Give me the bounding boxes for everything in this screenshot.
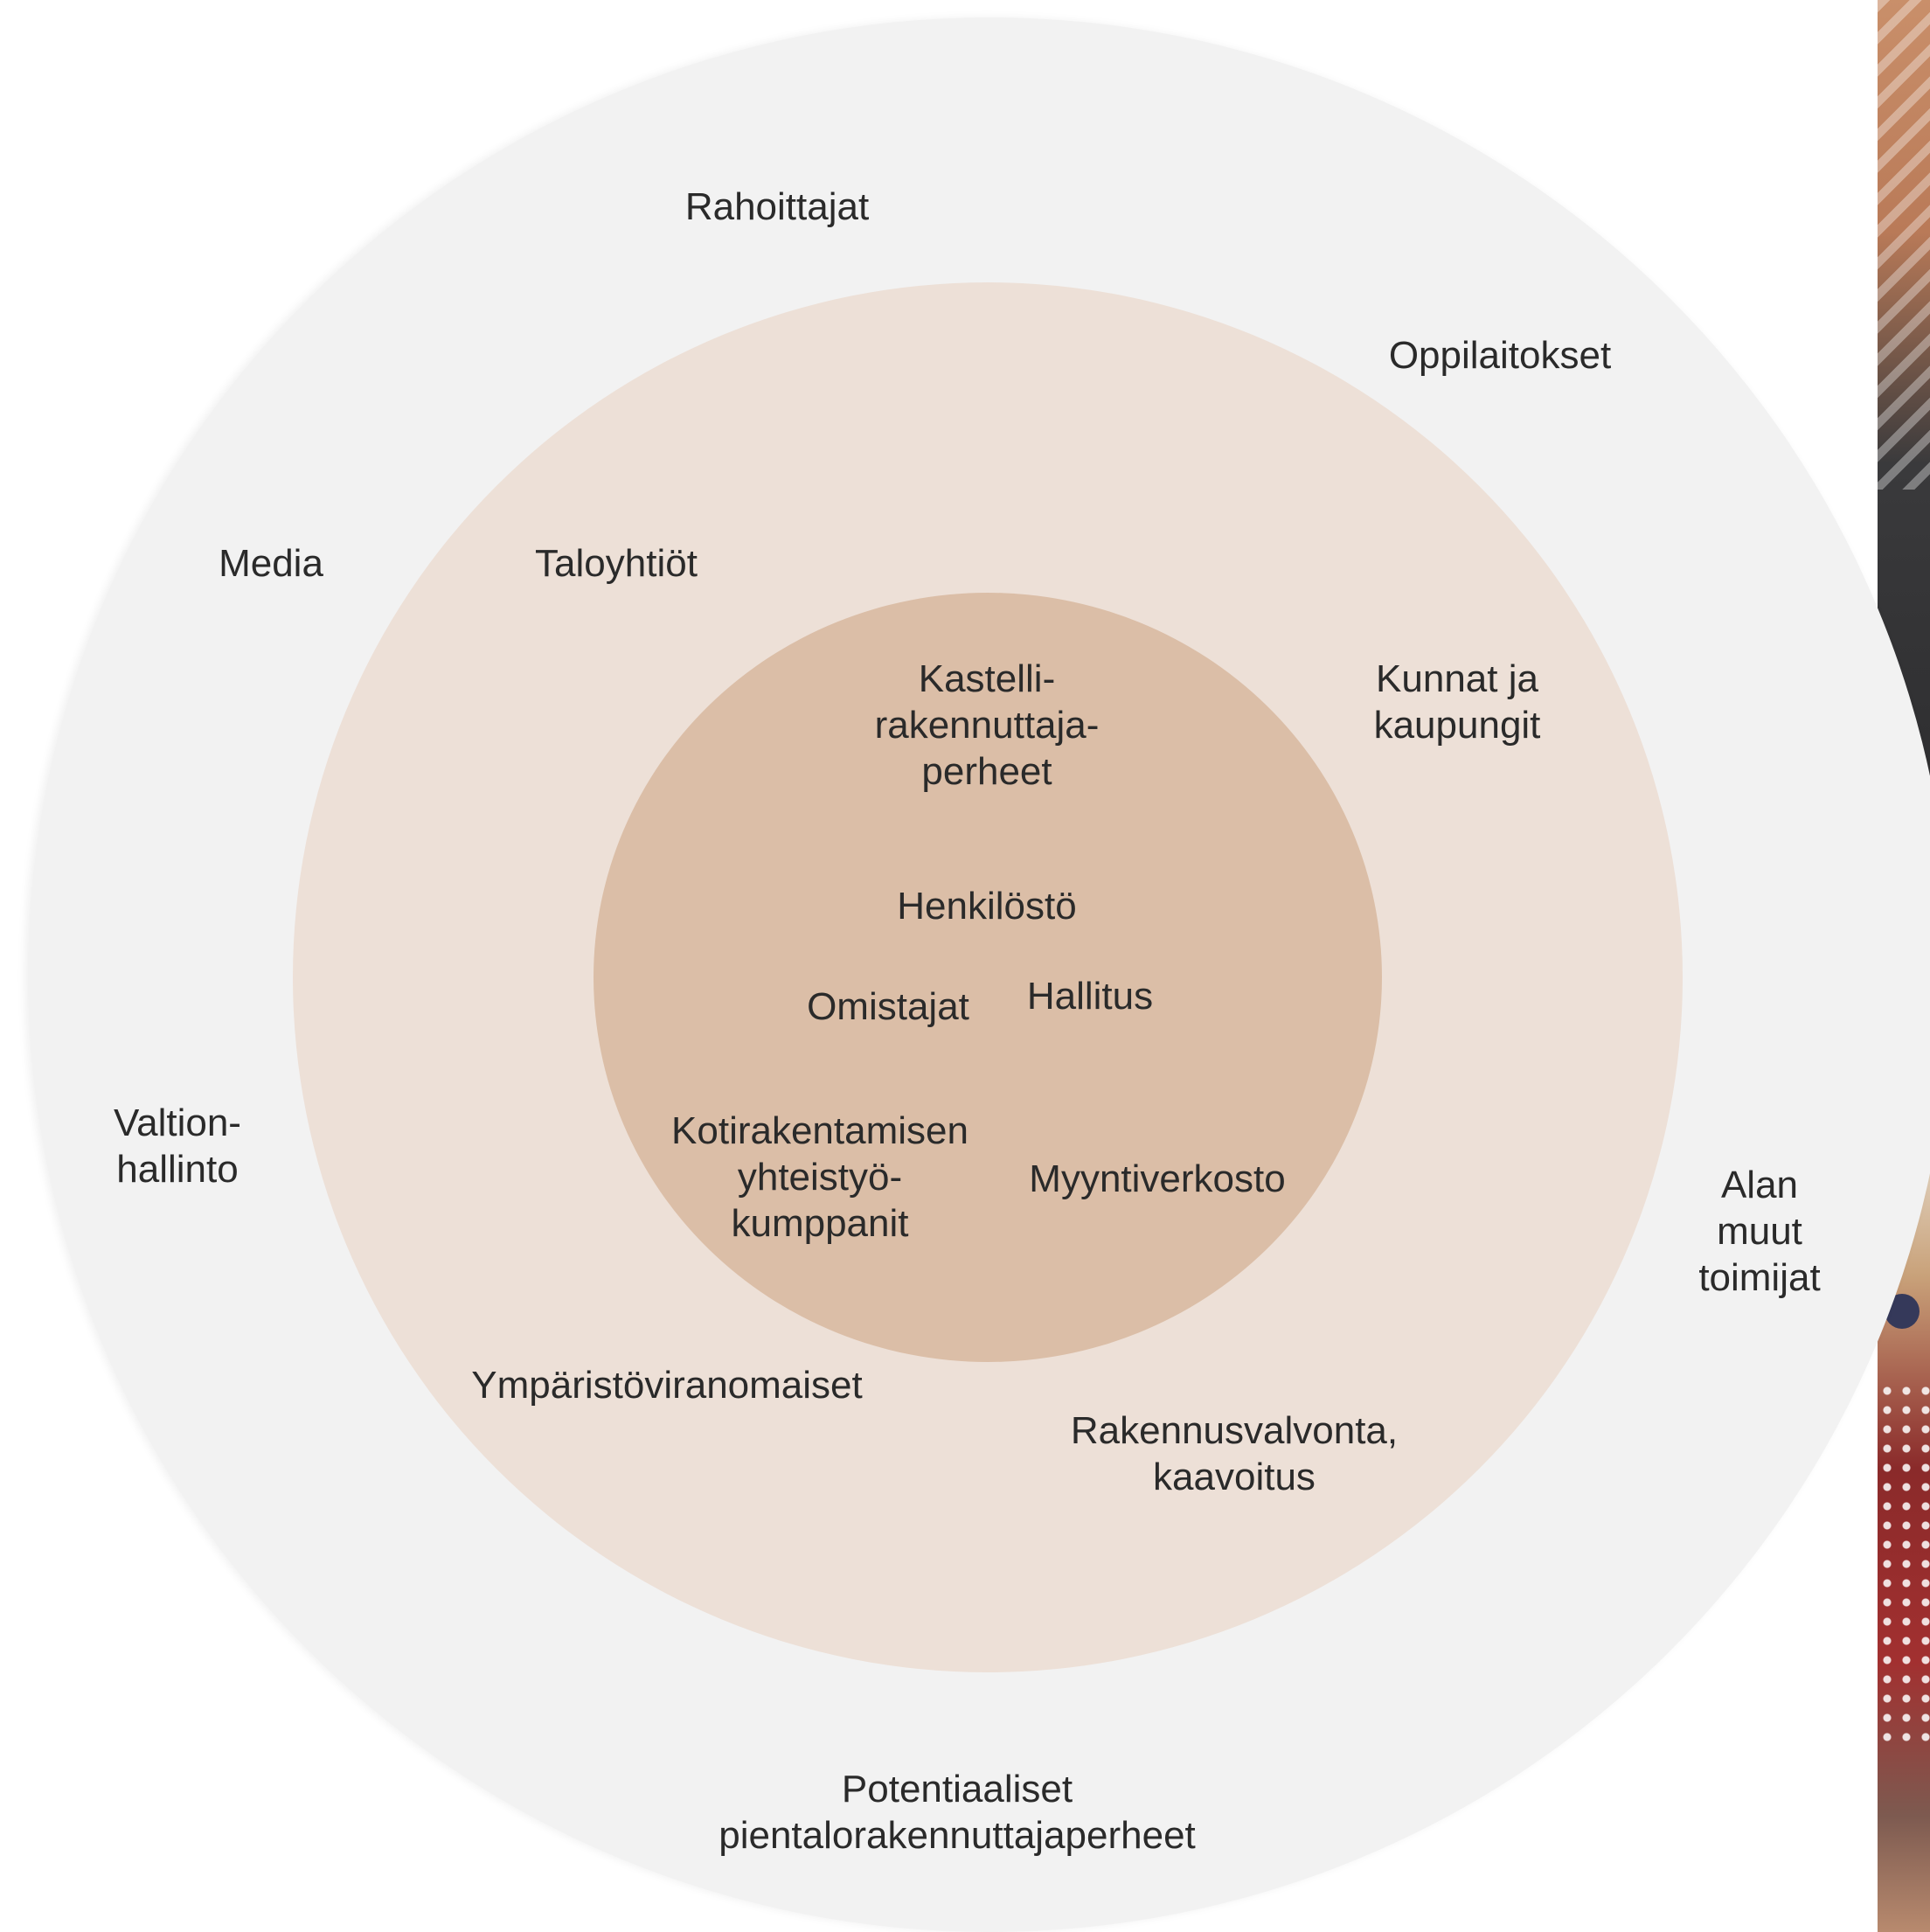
label-oppilaitokset: Oppilaitokset xyxy=(1388,334,1612,377)
label-rahoittajat: Rahoittajat xyxy=(684,185,870,228)
label-ymparistoviranomaiset: Ympäristöviranomaiset xyxy=(471,1364,863,1407)
label-rakennusvalvonta: Rakennusvalvonta, kaavoitus xyxy=(1070,1409,1399,1498)
label-potentiaaliset: Potentiaaliset pientalorakennuttajaperhe… xyxy=(719,1768,1196,1857)
label-kastelli-rakennuttajaperheet: Kastelli- rakennuttaja- perheet xyxy=(874,657,1100,793)
label-hallitus: Hallitus xyxy=(1026,975,1154,1018)
label-media: Media xyxy=(219,542,323,585)
label-kunnat-ja-kaupungit: Kunnat ja kaupungit xyxy=(1373,657,1541,747)
label-kotirakentamisen-yhteistyokumppanit: Kotirakentamisen yhteistyö- kumppanit xyxy=(671,1109,968,1245)
label-taloyhtiot: Taloyhtiöt xyxy=(535,542,698,585)
striped-towel-photo xyxy=(1878,0,1930,490)
inner-circle xyxy=(594,593,1382,1362)
label-omistajat: Omistajat xyxy=(807,985,969,1028)
label-alan-muut-toimijat: Alan muut toimijat xyxy=(1698,1164,1821,1299)
label-valtionhallinto: Valtion- hallinto xyxy=(114,1102,241,1191)
polka-dot-cloth-photo xyxy=(1878,1381,1930,1748)
label-henkilosto: Henkilöstö xyxy=(897,885,1077,928)
label-myyntiverkosto: Myyntiverkosto xyxy=(1029,1157,1286,1200)
